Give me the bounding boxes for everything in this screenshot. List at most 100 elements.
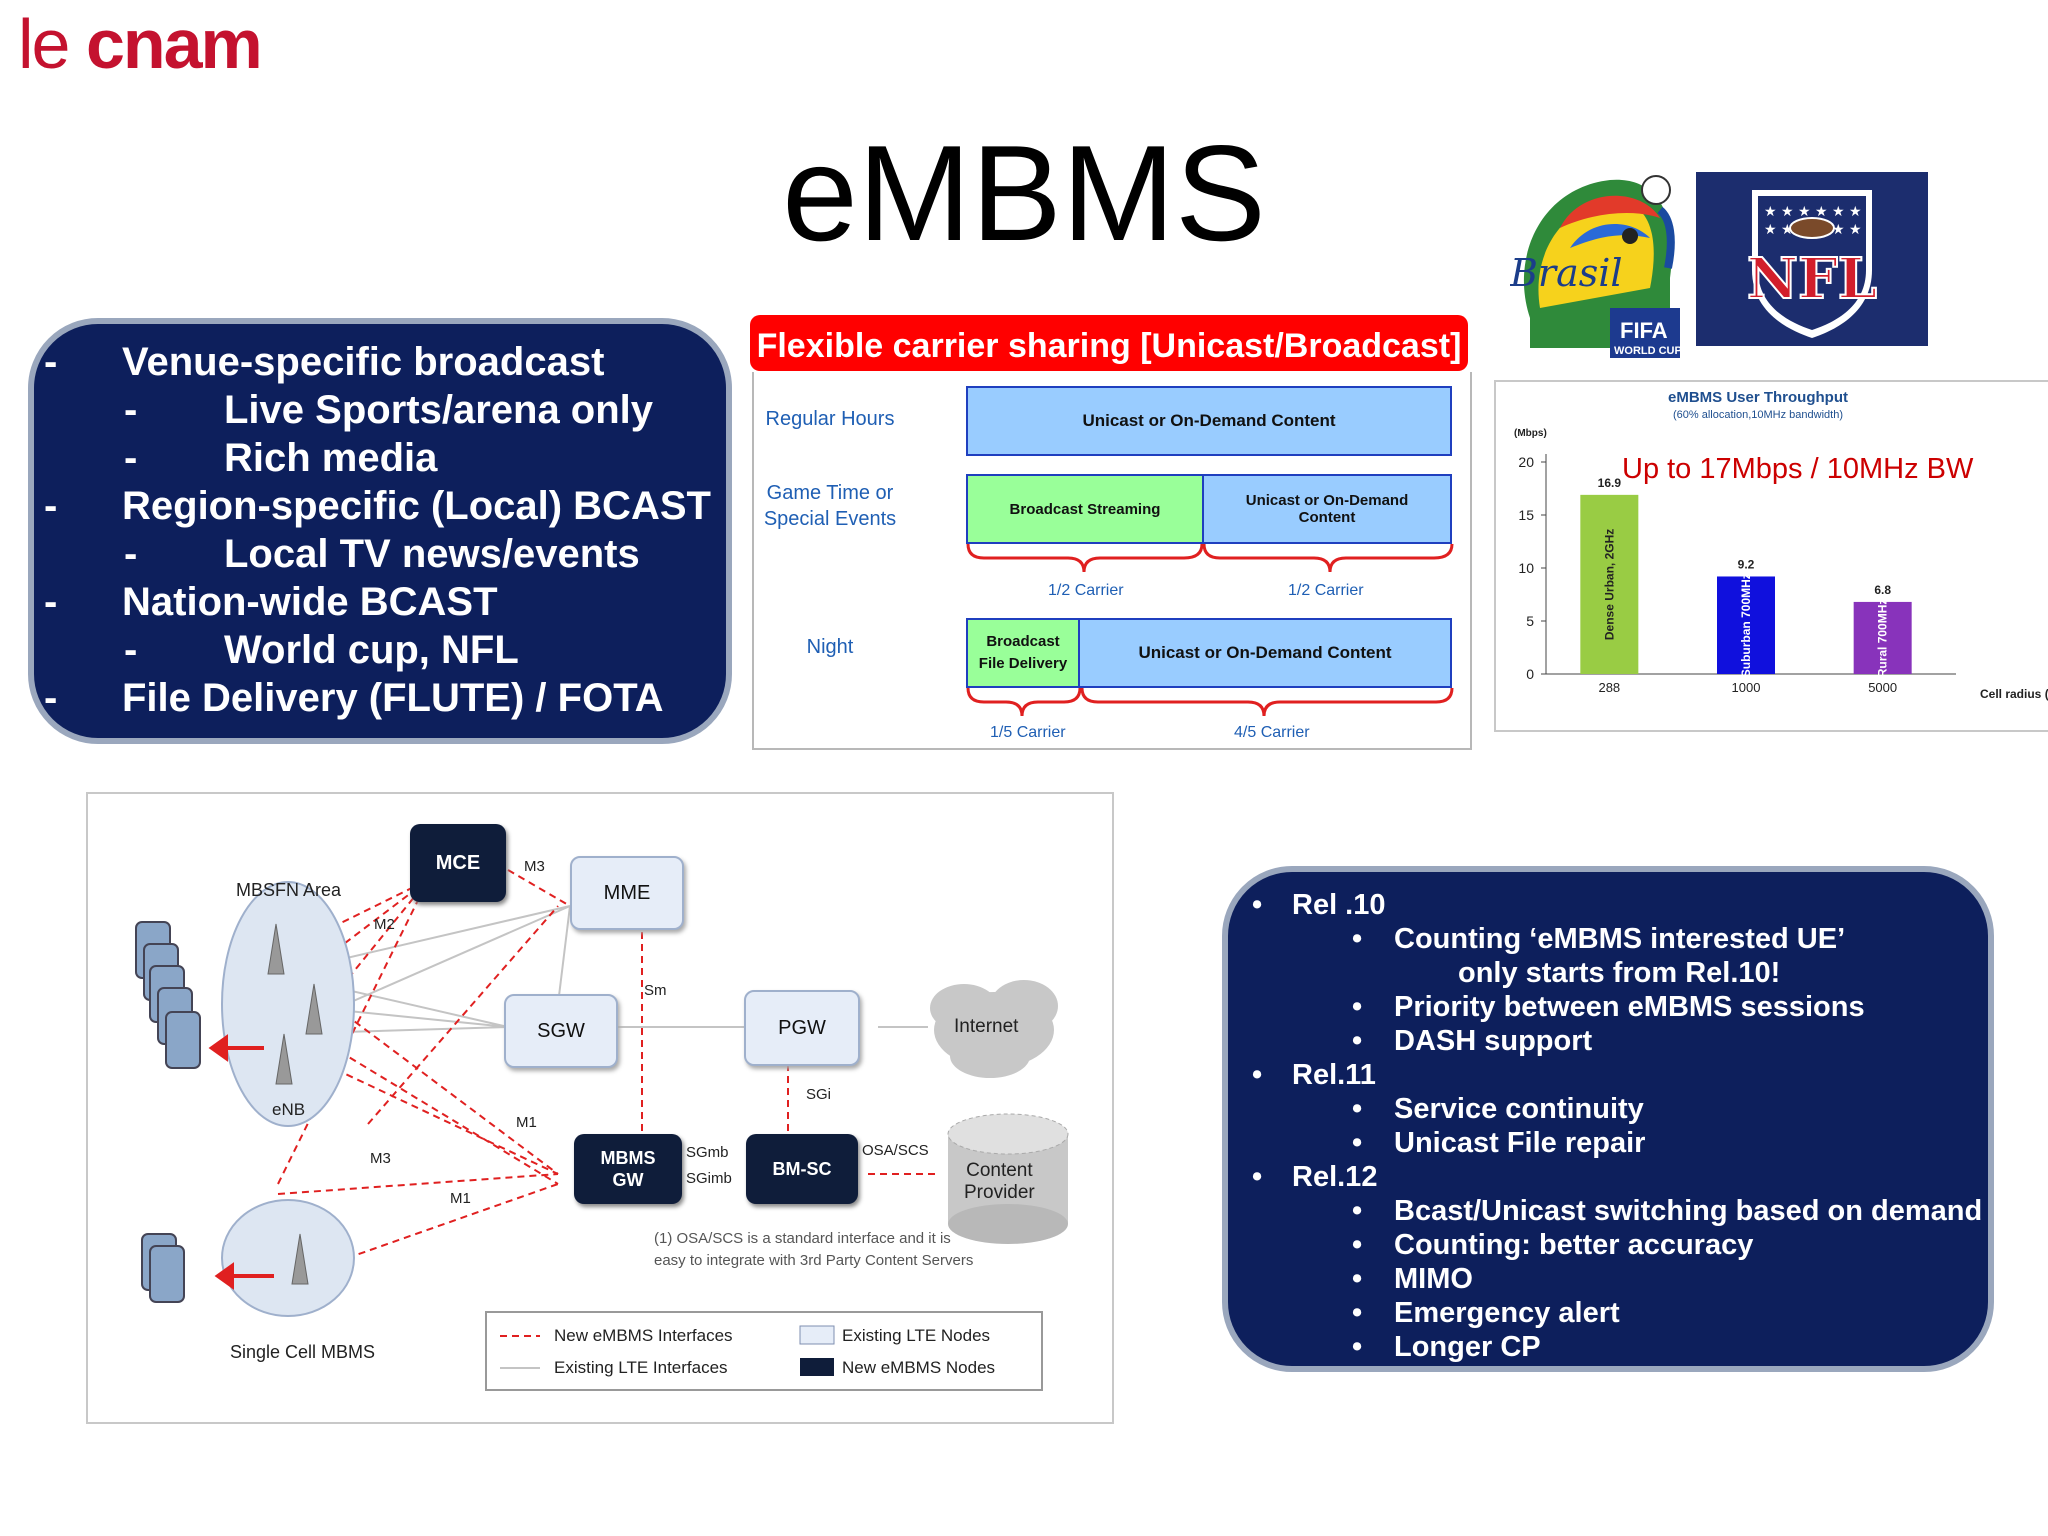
- nfl-logo: ★ ★ ★ ★ ★ ★ ★ ★ ★ ★ ★ ★ NFL: [1696, 172, 1928, 346]
- throughput-chart: eMBMS User Throughput (60% allocation,10…: [1494, 380, 2048, 732]
- broadcast-arrows: [208, 1034, 274, 1290]
- content-provider-line1: Content: [966, 1160, 1033, 1181]
- node-content-provider: Content Provider: [964, 1160, 1035, 1204]
- bullet: •: [1352, 1093, 1363, 1125]
- release-features-box: • Rel .10 • Counting ‘eMBMS interested U…: [1222, 866, 1994, 1372]
- bullet: •: [1352, 1263, 1363, 1295]
- release-item: Unicast File repair: [1394, 1127, 1646, 1159]
- use-case-item: Local TV news/events: [224, 532, 640, 576]
- enb-antenna-icons: [267, 923, 323, 1285]
- row-label-game-time: Game Time or Special Events: [763, 482, 897, 530]
- carrier-sharing-diagram: Regular Hours Game Time or Special Event…: [752, 372, 1472, 750]
- fifa-world-cup-logo: Brasil FIFA WORLD CUP: [1510, 168, 1680, 358]
- embms-architecture-diagram: MCE MME SGW PGW Internet MBMS GW BM-SC C…: [86, 792, 1114, 1424]
- label-interface-m1: M1: [516, 1114, 537, 1131]
- release-item: Bcast/Unicast switching based on demand: [1394, 1195, 1983, 1227]
- ue-phone-icons: [135, 921, 201, 1303]
- chart-y-tick-label: 10: [1518, 560, 1534, 576]
- use-case-item: File Delivery (FLUTE) / FOTA: [122, 676, 664, 720]
- logo-part-le: le: [18, 5, 86, 83]
- nfl-shield-icon: ★ ★ ★ ★ ★ ★ ★ ★ ★ ★ ★ ★ NFL: [1746, 190, 1878, 338]
- chart-value-label: 16.9: [1598, 476, 1622, 490]
- release-item: Rel.11: [1292, 1059, 1376, 1091]
- release-item: Emergency alert: [1394, 1297, 1620, 1329]
- node-internet: Internet: [954, 1016, 1019, 1037]
- fifa-logo-text-world-cup: WORLD CUP: [1614, 345, 1680, 357]
- label-interface-m3: M3: [524, 858, 545, 875]
- bullet: •: [1352, 1297, 1363, 1329]
- release-item: Longer CP: [1394, 1331, 1541, 1363]
- use-case-item: World cup, NFL: [224, 628, 519, 672]
- chart-x-tick-label: 288: [1598, 680, 1620, 695]
- chart-annotation: Up to 17Mbps / 10MHz BW: [1622, 453, 1974, 485]
- architecture-connections: [135, 869, 1069, 1391]
- chart-bar: [1717, 576, 1775, 674]
- chart-y-tick-label: 0: [1526, 666, 1534, 682]
- fifa-logo-text-fifa: FIFA: [1620, 318, 1668, 343]
- internet-cloud-icon: [930, 980, 1058, 1078]
- bullet: •: [1352, 991, 1363, 1023]
- chart-x-axis-label: Cell radius (meter): [1980, 687, 2048, 701]
- node-mbms-gw: MBMS GW: [574, 1134, 682, 1204]
- use-case-item: Nation-wide BCAST: [122, 580, 498, 624]
- bullet: •: [1352, 1127, 1363, 1159]
- release-item: Rel.12: [1292, 1161, 1378, 1193]
- bullet: •: [1352, 1025, 1363, 1057]
- release-item: Rel .10: [1292, 889, 1386, 921]
- carrier-fraction-label: 1/5 Carrier: [990, 724, 1066, 741]
- logo-part-cnam: cnam: [85, 5, 263, 83]
- unicast-content-box: Unicast or On-Demand Content: [1202, 474, 1452, 544]
- node-bm-sc: BM-SC: [746, 1134, 858, 1204]
- bullet: -: [124, 628, 138, 672]
- legend-new-nodes-swatch: [800, 1358, 834, 1376]
- legend-box: [485, 1311, 1043, 1391]
- bullet: •: [1352, 1195, 1363, 1227]
- chart-x-tick-label: 5000: [1868, 680, 1897, 695]
- node-sgw: SGW: [504, 994, 618, 1068]
- release-item: MIMO: [1394, 1263, 1473, 1295]
- use-case-item: Rich media: [224, 436, 438, 480]
- legend-new-interfaces: New eMBMS Interfaces: [554, 1326, 733, 1345]
- node-pgw: PGW: [744, 990, 860, 1066]
- chart-y-tick-label: 15: [1518, 507, 1534, 523]
- bullet: •: [1352, 1229, 1363, 1261]
- use-cases-box: - Venue-specific broadcast - Live Sports…: [28, 318, 732, 744]
- brace-fifth-right: [1080, 687, 1454, 717]
- throughput-bar-chart: eMBMS User Throughput (60% allocation,10…: [1514, 389, 2048, 701]
- legend-new-nodes: New eMBMS Nodes: [842, 1358, 996, 1377]
- single-cell-area: [221, 1199, 355, 1317]
- osa-footnote-line2: easy to integrate with 3rd Party Content…: [654, 1252, 974, 1269]
- legend-existing-nodes-swatch: [799, 1325, 835, 1345]
- unicast-content-box: Unicast or On-Demand Content: [966, 386, 1452, 456]
- node-mme: MME: [570, 856, 684, 930]
- brace-fifth-left: [966, 687, 1082, 717]
- label-mbsfn-area: MBSFN Area: [236, 880, 342, 900]
- chart-value-label: 9.2: [1738, 557, 1755, 571]
- osa-footnote-line1: (1) OSA/SCS is a standard interface and …: [654, 1230, 951, 1247]
- existing-lte-interfaces: [277, 905, 928, 1035]
- bullet: -: [44, 676, 58, 720]
- label-interface-m3: M3: [370, 1150, 391, 1167]
- label-interface-m1: M1: [450, 1190, 471, 1207]
- chart-x-axis-label-line: Cell radius (meter): [1980, 687, 2048, 701]
- legend-existing-nodes: Existing LTE Nodes: [842, 1326, 991, 1345]
- label-interface-sgmb: SGmb: [686, 1144, 729, 1161]
- bullet: -: [44, 484, 58, 528]
- chart-y-tick-label: 20: [1518, 454, 1534, 470]
- unicast-content-box: Unicast or On-Demand Content: [1078, 618, 1452, 688]
- fifa-logo-text-brasil: Brasil: [1510, 251, 1623, 295]
- label-single-cell-mbms: Single Cell MBMS: [230, 1342, 376, 1362]
- slide-title: eMBMS: [782, 117, 1266, 269]
- release-item: Priority between eMBMS sessions: [1394, 991, 1865, 1023]
- label-enb: eNB: [272, 1100, 306, 1119]
- bullet: •: [1252, 1161, 1263, 1193]
- chart-subtitle: (60% allocation,10MHz bandwidth): [1673, 409, 1843, 421]
- row-label-regular-hours: Regular Hours: [765, 408, 895, 430]
- label-interface-sgimb: SGimb: [686, 1170, 732, 1187]
- bullet: •: [1352, 923, 1363, 955]
- svg-text:★ ★ ★ ★ ★ ★: ★ ★ ★ ★ ★ ★: [1764, 204, 1862, 220]
- legend-existing-interfaces: Existing LTE Interfaces: [554, 1358, 728, 1377]
- bullet: -: [44, 340, 58, 384]
- row-label-night: Night: [806, 636, 854, 658]
